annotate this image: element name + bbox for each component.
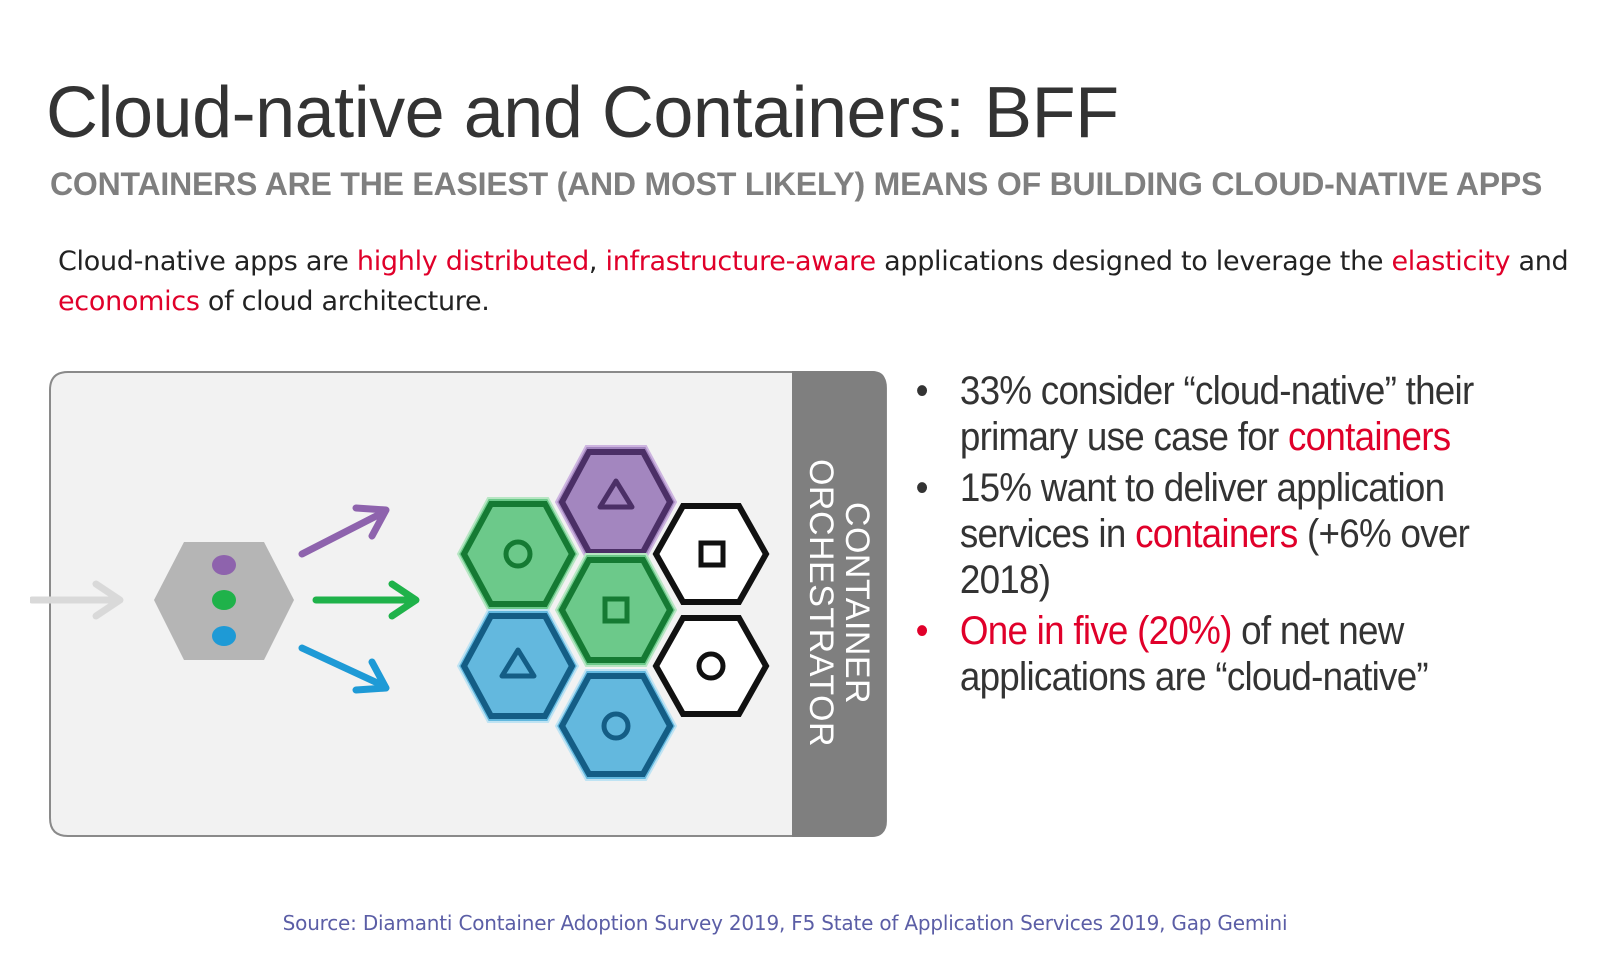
intro-text: and	[1510, 246, 1569, 277]
intro-text: Cloud-native apps are	[58, 246, 357, 277]
container-hexagon-icon	[456, 609, 580, 723]
circle-icon	[601, 711, 631, 741]
square-icon	[602, 596, 630, 624]
orchestrator-label-text: CONTAINER ORCHESTRATOR	[802, 458, 876, 748]
bullet-text: of net new applications are “cloud-nativ…	[959, 609, 1429, 699]
intro-highlight: economics	[58, 286, 200, 317]
bullet-highlight: One in five (20%)	[959, 609, 1233, 653]
intro-paragraph: Cloud-native apps are highly distributed…	[58, 242, 1578, 322]
bullet-dot: •	[915, 369, 929, 413]
purple-arrow-icon	[298, 504, 390, 558]
orchestrator-label-line: CONTAINER	[838, 501, 876, 705]
orchestrator-label-line: ORCHESTRATOR	[802, 458, 840, 748]
container-hexagon-icon	[652, 615, 770, 717]
orchestrator-bar	[792, 371, 886, 837]
intro-text: ,	[588, 246, 606, 277]
square-icon	[698, 540, 726, 568]
triangle-icon	[499, 647, 537, 679]
source-citation: Source: Diamanti Container Adoption Surv…	[282, 911, 1288, 935]
intro-highlight: highly distributed	[356, 246, 589, 277]
bullet-item: • 33% consider “cloud-native” their prim…	[912, 368, 1501, 460]
bullet-dot: •	[915, 466, 929, 510]
container-diagram: CONTAINER ORCHESTRATOR	[30, 370, 910, 840]
bullet-text: (+6% over 2018)	[959, 512, 1470, 602]
page-subtitle: CONTAINERS ARE THE EASIEST (AND MOST LIK…	[50, 166, 1543, 202]
intro-text: applications designed to leverage the	[875, 246, 1392, 277]
green-arrow-icon	[312, 580, 420, 620]
grey-arrow-icon	[30, 580, 124, 620]
circle-icon	[696, 651, 726, 681]
blue-arrow-icon	[298, 644, 390, 694]
intro-highlight: elasticity	[1391, 246, 1511, 277]
container-hexagon-icon	[554, 669, 678, 781]
triangle-icon	[597, 478, 635, 510]
circle-icon	[503, 539, 533, 569]
intro-highlight: infrastructure-aware	[605, 246, 877, 277]
app-hexagon-icon	[154, 542, 294, 660]
bullet-text: 33% consider “cloud-native” their primar…	[959, 369, 1474, 459]
container-hexagon-icon	[554, 553, 678, 667]
diagram-graphic	[30, 371, 887, 837]
bullet-highlight: containers	[1287, 415, 1451, 459]
bullet-highlight: containers	[1135, 512, 1298, 556]
bullet-text: 15% want to deliver application services…	[959, 466, 1445, 556]
bullet-item: • One in five (20%) of net new applicati…	[912, 608, 1501, 700]
bullet-item: • 15% want to deliver application servic…	[912, 465, 1501, 603]
bullet-dot: •	[915, 609, 929, 653]
orchestrator-label: CONTAINER ORCHESTRATOR	[792, 372, 886, 834]
stats-bullet-list: • 33% consider “cloud-native” their prim…	[912, 368, 1552, 705]
container-hexagon-icon	[652, 503, 770, 605]
intro-text: of cloud architecture.	[199, 286, 490, 317]
page-title: Cloud-native and Containers: BFF	[46, 73, 1119, 153]
